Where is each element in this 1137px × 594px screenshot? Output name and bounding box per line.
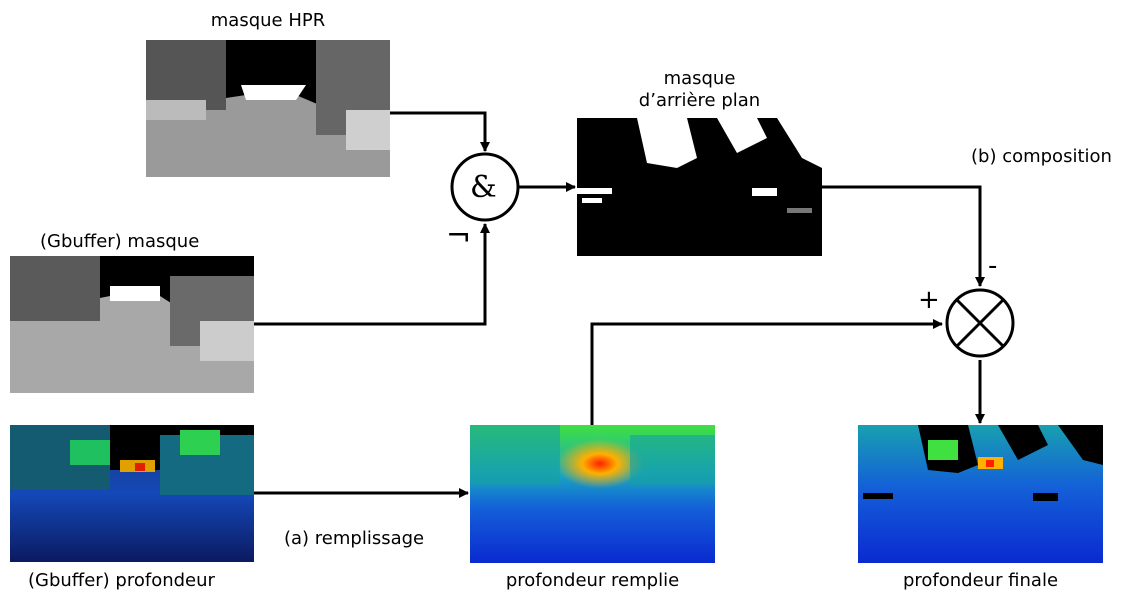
arrow-hpr-to-and [390, 111, 490, 152]
arrow-filled-depth-to-composition [590, 319, 943, 425]
hpr-mask-label: masque HPR [210, 10, 326, 31]
filled-depth-image [470, 425, 715, 563]
background-mask-label: masque d’arrière plan [577, 68, 822, 112]
arrow-gbuffer-mask-to-and [254, 223, 490, 326]
composition-step-label: (b) composition [971, 146, 1112, 167]
filled-depth-label: profondeur remplie [505, 570, 680, 591]
final-depth-image [858, 425, 1103, 563]
arrow-background-mask-to-composition [822, 185, 985, 287]
final-depth-label: profondeur finale [902, 570, 1059, 591]
minus-sign: - [988, 251, 998, 281]
and-operator-circle [450, 152, 520, 222]
background-mask-label-line2: d’arrière plan [638, 90, 761, 111]
filling-step-label: (a) remplissage [284, 528, 425, 549]
composition-operator-icon [945, 288, 1015, 358]
not-symbol: ¬ [446, 219, 472, 254]
background-mask-label-line1: masque [663, 68, 736, 89]
plus-sign: + [918, 285, 940, 315]
background-mask-image [577, 118, 822, 256]
gbuffer-depth-label: (Gbuffer) profondeur [28, 570, 215, 591]
gbuffer-mask-image [10, 256, 254, 393]
hpr-mask-image [146, 40, 390, 177]
gbuffer-depth-image [10, 425, 254, 562]
gbuffer-mask-label: (Gbuffer) masque [40, 231, 200, 252]
and-symbol: & [470, 170, 497, 205]
